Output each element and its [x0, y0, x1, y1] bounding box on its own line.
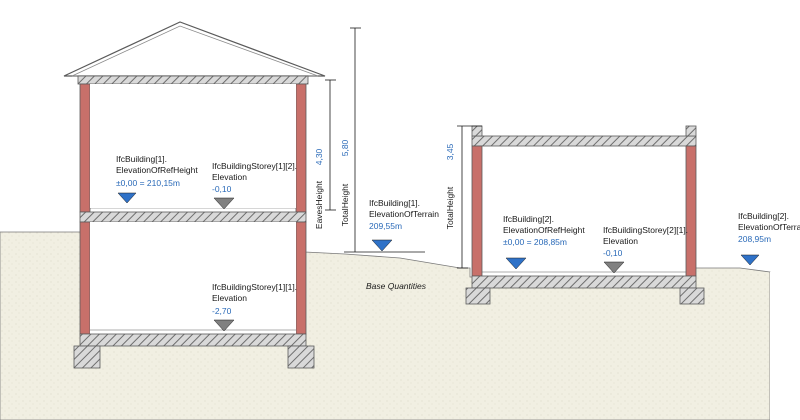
elevation-marker-gray-icon — [213, 197, 235, 210]
building-1-ref-value: ±0,00 = 210,15m — [116, 178, 180, 188]
building-1-base-slab — [79, 333, 307, 347]
building-1 — [63, 21, 326, 369]
building-2-base-slab — [471, 275, 697, 289]
building-2 — [465, 125, 705, 305]
building-1-terrain-value: 209,55m — [369, 221, 402, 231]
building-2-terrain-attr: ElevationOfTerrain — [738, 222, 800, 232]
building-2-wall-right — [685, 145, 697, 277]
eaves-height-label: EavesHeight — [314, 180, 324, 229]
building-1-ref-attr: ElevationOfRefHeight — [116, 165, 198, 175]
elevation-marker-blue-icon — [117, 192, 137, 204]
building-1-footing-right — [287, 345, 315, 369]
storey-1-1-annotation: IfcBuildingStorey[1][1]. Elevation -2,70 — [212, 282, 297, 332]
building-1-footing-left — [73, 345, 101, 369]
building-2-ref-name: IfcBuilding[2]. — [503, 214, 554, 224]
storey-1-2-name: IfcBuildingStorey[1][2]. — [212, 161, 297, 171]
elevation-marker-blue-icon — [505, 257, 527, 270]
total-height-2-label: TotalHeight — [445, 186, 455, 229]
eaves-height-dimension: 4,30 EavesHeight — [314, 79, 336, 229]
elevation-marker-blue-icon — [371, 239, 393, 252]
total-height-1-label: TotalHeight — [340, 183, 350, 226]
elevation-marker-gray-icon — [603, 261, 625, 274]
building-2-footing-left — [465, 287, 491, 305]
building-1-ref-height-annotation: IfcBuilding[1]. ElevationOfRefHeight ±0,… — [116, 154, 198, 204]
building-2-parapet-left — [471, 125, 483, 137]
building-1-wall-left-lower — [79, 221, 91, 335]
storey-1-1-value: -2,70 — [212, 306, 232, 316]
storey-2-1-name: IfcBuildingStorey[2][1]. — [603, 225, 688, 235]
building-2-terrain-annotation: IfcBuilding[2]. ElevationOfTerrain 208,9… — [738, 211, 800, 266]
building-2-roof-slab — [471, 135, 697, 147]
building-2-ref-attr: ElevationOfRefHeight — [503, 225, 585, 235]
total-height-2-value: 3,45 — [445, 143, 455, 160]
storey-1-2-attr: Elevation — [212, 172, 247, 182]
storey-1-1-attr: Elevation — [212, 293, 247, 303]
building-1-terrain-name: IfcBuilding[1]. — [369, 198, 420, 208]
building-2-parapet-right — [685, 125, 697, 137]
elevation-marker-gray-icon — [213, 319, 235, 332]
building-2-ref-value: ±0,00 = 208,85m — [503, 237, 567, 247]
storey-2-1-annotation: IfcBuildingStorey[2][1]. Elevation -0,10 — [603, 225, 688, 274]
storey-1-2-annotation: IfcBuildingStorey[1][2]. Elevation -0,10 — [212, 161, 297, 210]
building-1-terrain-attr: ElevationOfTerrain — [369, 209, 439, 219]
building-2-ref-height-annotation: IfcBuilding[2]. ElevationOfRefHeight ±0,… — [503, 214, 585, 270]
storey-1-2-value: -0,10 — [212, 184, 232, 194]
building-1-ref-name: IfcBuilding[1]. — [116, 154, 167, 164]
building-1-wall-left-upper — [79, 83, 91, 213]
building-1-roof-slab — [77, 75, 309, 85]
storey-1-1-name: IfcBuildingStorey[1][1]. — [212, 282, 297, 292]
building-1-wall-right-upper — [295, 83, 307, 213]
storey-2-1-attr: Elevation — [603, 236, 638, 246]
building-2-terrain-value: 208,95m — [738, 234, 771, 244]
building-2-footing-right — [679, 287, 705, 305]
eaves-height-value: 4,30 — [314, 148, 324, 165]
base-quantities-caption: Base Quantities — [366, 281, 427, 291]
total-height-1-value: 5,80 — [340, 139, 350, 156]
building-2-wall-left — [471, 145, 483, 277]
elevation-marker-blue-icon — [740, 254, 760, 266]
total-height-2-dimension: 3,45 TotalHeight — [445, 125, 482, 269]
building-2-terrain-name: IfcBuilding[2]. — [738, 211, 789, 221]
storey-2-1-value: -0,10 — [603, 248, 623, 258]
building-1-wall-right-lower — [295, 221, 307, 335]
building-1-terrain-annotation: IfcBuilding[1]. ElevationOfTerrain 209,5… — [369, 198, 439, 252]
building-1-roof — [63, 21, 326, 77]
total-height-1-dimension: 5,80 TotalHeight — [340, 27, 425, 253]
building-1-middle-slab — [79, 211, 307, 223]
